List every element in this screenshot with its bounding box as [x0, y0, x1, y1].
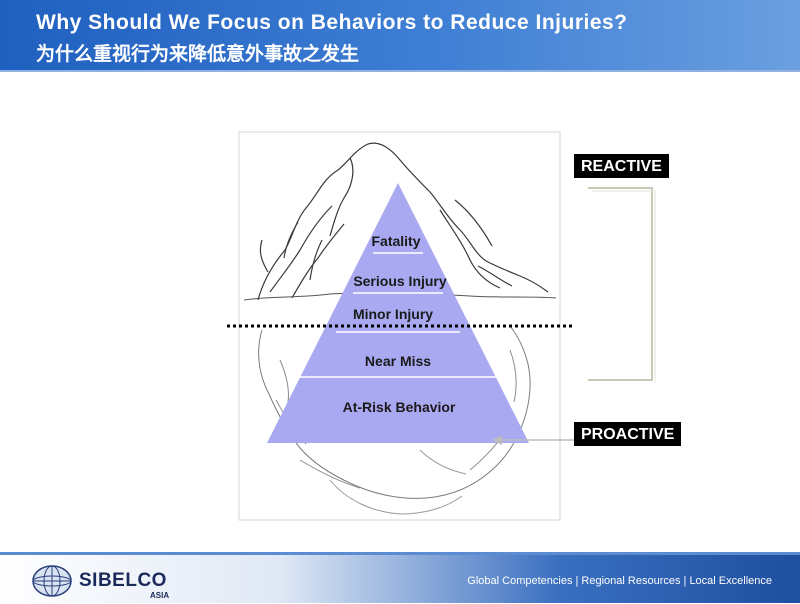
- logo-name: SIBELCO: [79, 570, 167, 591]
- proactive-label: PROACTIVE: [574, 422, 682, 446]
- pyramid-dividers: [297, 252, 499, 378]
- footer-bar: SIBELCO ASIA Global Competencies | Regio…: [0, 552, 800, 603]
- header-banner: Why Should We Focus on Behaviors to Redu…: [0, 0, 800, 72]
- sibelco-logo: SIBELCO ASIA: [30, 563, 180, 600]
- page-title: Why Should We Focus on Behaviors to Redu…: [36, 11, 628, 34]
- footer-tagline: Global Competencies | Regional Resources…: [467, 575, 772, 587]
- level-at-risk-behavior: At-Risk Behavior: [343, 399, 456, 415]
- globe-icon: [32, 565, 72, 597]
- pyramid-shape: [267, 183, 529, 443]
- level-serious-injury: Serious Injury: [353, 273, 447, 289]
- level-fatality: Fatality: [371, 233, 420, 249]
- level-minor-injury: Minor Injury: [353, 306, 433, 322]
- proactive-arrow: [492, 435, 574, 445]
- page-subtitle-chinese: 为什么重视行为来降低意外事故之发生: [36, 44, 360, 65]
- level-near-miss: Near Miss: [365, 353, 431, 369]
- reactive-label: REACTIVE: [574, 154, 669, 178]
- logo-sub: ASIA: [150, 591, 170, 600]
- reactive-bracket: [588, 187, 656, 383]
